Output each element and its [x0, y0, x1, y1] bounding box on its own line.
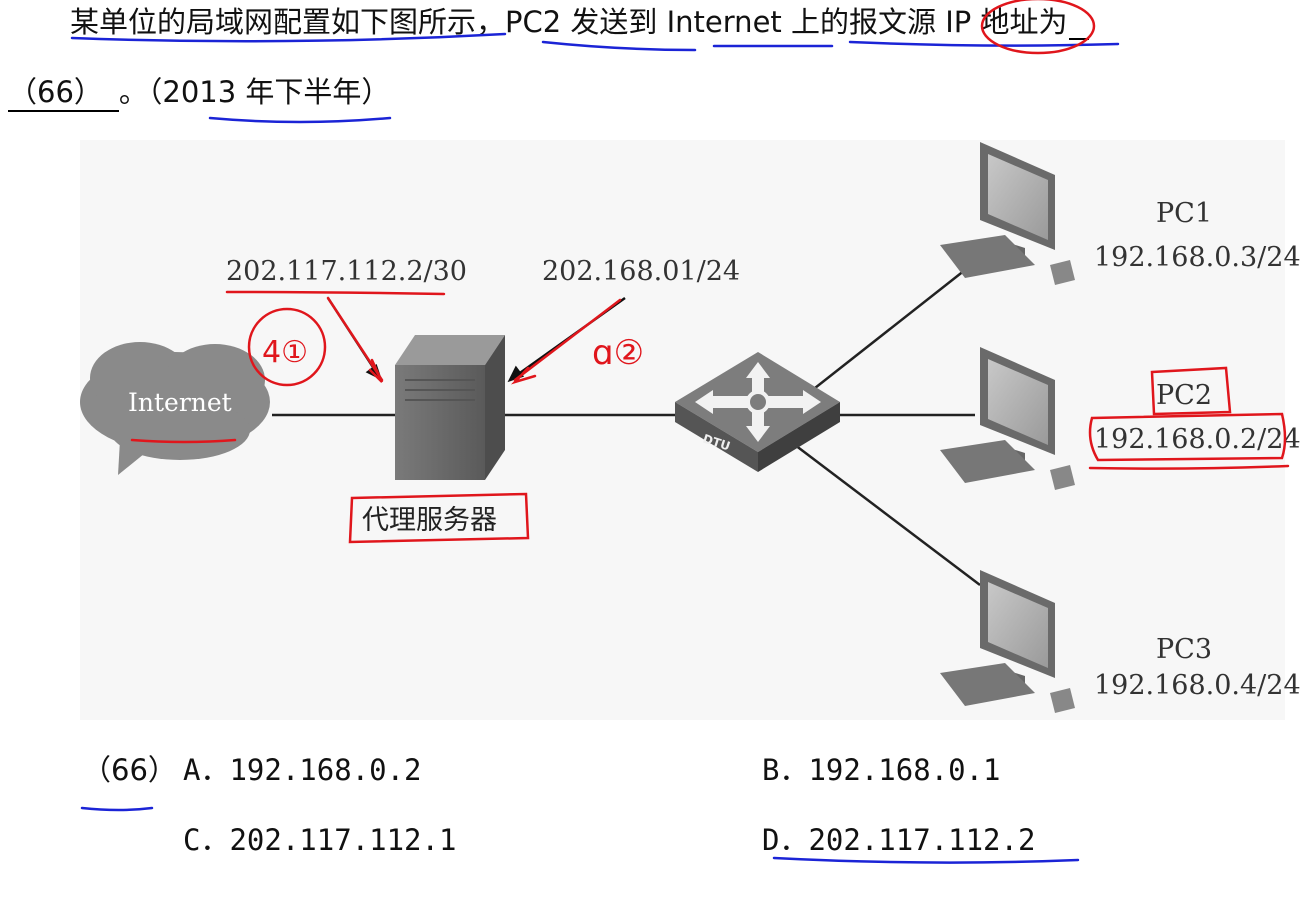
question-text: 某单位的局域网配置如下图所示，PC2 发送到 Internet 上的报文源 IP… — [70, 5, 1068, 39]
question-line-2: （66）。（2013 年下半年） — [8, 74, 390, 112]
answer-blank — [1069, 8, 1090, 40]
pc2-computer-icon — [940, 347, 1075, 490]
question-source: 。（2013 年下半年） — [118, 75, 391, 109]
proxy-lan-ip: 202.168.01/24 — [542, 256, 741, 287]
network-diagram-graphics: DTU — [80, 142, 1075, 713]
network-diagram: DTU — [80, 140, 1301, 720]
internet-label: Internet — [128, 388, 232, 417]
option-d: D．202.117.112.2 — [762, 823, 1036, 857]
question-line-1: 某单位的局域网配置如下图所示，PC2 发送到 Internet 上的报文源 IP… — [70, 4, 1090, 40]
question-number: （66） — [8, 74, 119, 112]
options-number: （66） — [82, 753, 177, 787]
pc3-ip: 192.168.0.4/24 — [1094, 670, 1301, 701]
pc3-name: PC3 — [1156, 634, 1213, 665]
pc3-computer-icon — [940, 570, 1075, 713]
pc1-ip: 192.168.0.3/24 — [1094, 242, 1301, 273]
switch-icon: DTU — [675, 352, 840, 472]
proxy-server-icon — [395, 335, 505, 480]
proxy-server-label: 代理服务器 — [362, 505, 497, 536]
option-c: C．202.117.112.1 — [183, 823, 457, 857]
network-links — [272, 269, 981, 586]
pc1-computer-icon — [940, 142, 1075, 285]
pc2-ip: 192.168.0.2/24 — [1094, 424, 1301, 455]
option-b: B．192.168.0.1 — [762, 753, 1001, 787]
internet-cloud-icon — [80, 342, 270, 475]
pc1-name: PC1 — [1156, 198, 1213, 229]
proxy-wan-ip: 202.117.112.2/30 — [226, 256, 467, 287]
option-a: A．192.168.0.2 — [183, 753, 422, 787]
pc2-name: PC2 — [1156, 380, 1213, 411]
